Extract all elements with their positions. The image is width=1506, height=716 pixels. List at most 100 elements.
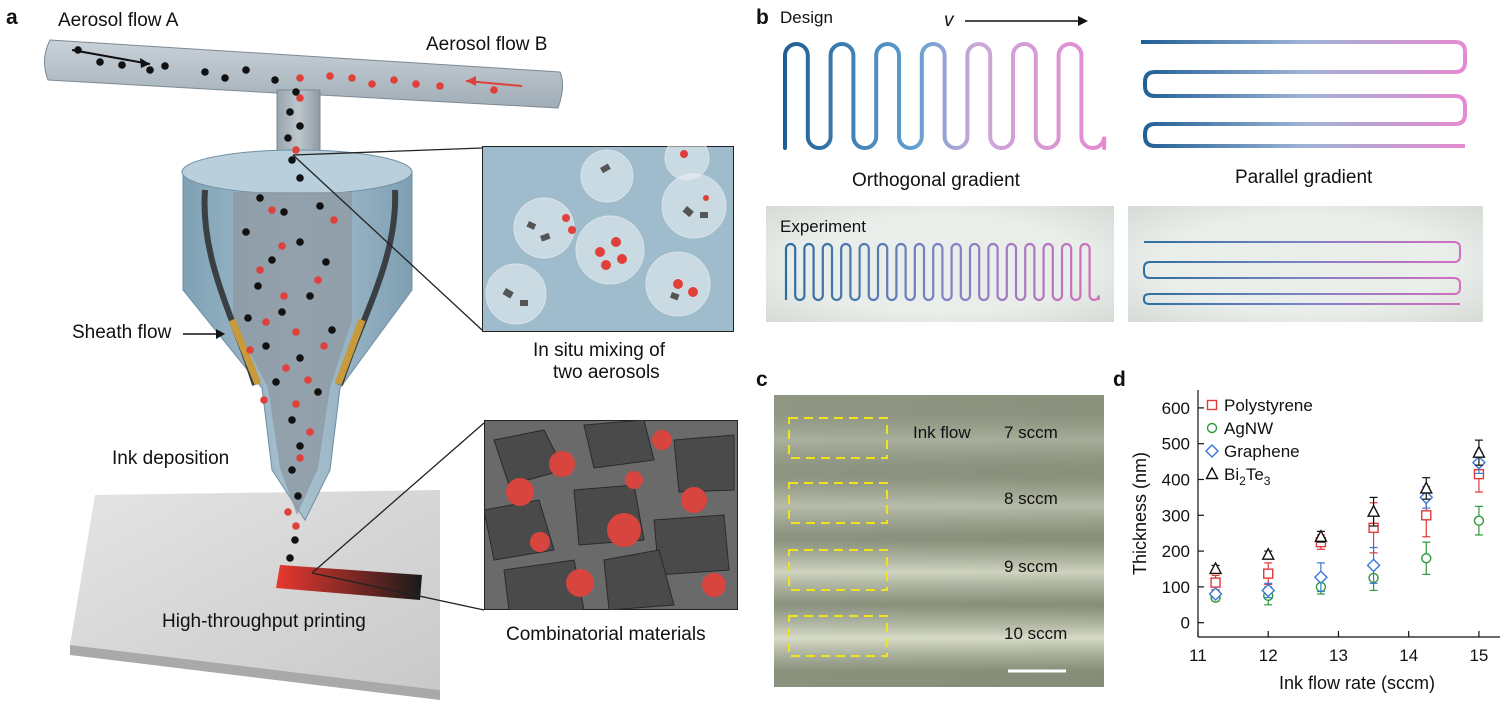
flow-rate-micrograph (774, 395, 1104, 687)
inset-combinatorial (484, 420, 738, 610)
aerosol-b-particle (292, 146, 300, 154)
aerosol-a-particle (271, 76, 279, 84)
x-tick-label: 13 (1329, 646, 1348, 665)
aerosol-a-particle (272, 378, 280, 386)
data-point-graphene (1261, 583, 1276, 598)
substrate-plate (70, 490, 440, 690)
flow-rate-label-7: 7 sccm (1004, 423, 1058, 442)
panel-c-letter: c (756, 368, 768, 391)
aerosol-a-particle (316, 202, 324, 210)
legend-label-graphene: Graphene (1224, 442, 1300, 461)
aerosol-b-particle (296, 94, 304, 102)
aerosol-a-particle (262, 342, 270, 350)
aerosol-b-particle (390, 76, 398, 84)
legend-label-bi2te3: Bi2Te3 (1224, 465, 1271, 488)
panel-b-letter: b (756, 6, 769, 29)
aerosol-a-particle (286, 554, 294, 562)
aerosol-a-particle (296, 238, 304, 246)
aerosol-b-particle (268, 206, 276, 214)
aerosol-b-particle (292, 328, 300, 336)
panel-a-illustration (44, 39, 564, 700)
aerosol-b-particle (330, 216, 338, 224)
data-point-graphene (1313, 570, 1328, 585)
aerosol-a-particle (278, 308, 286, 316)
data-point-polystyrene (1210, 577, 1221, 588)
data-point-bi2te3 (1419, 480, 1433, 494)
inset-bottom-caption: Combinatorial materials (506, 624, 706, 645)
parallel-gradient-label: Parallel gradient (1235, 167, 1373, 188)
aerosol-a-particle (161, 62, 169, 70)
aerosol-a-particle (296, 174, 304, 182)
series-agnw (1210, 505, 1485, 606)
aerosol-a-particle (296, 442, 304, 450)
aerosol-a-particle (292, 88, 300, 96)
data-point-polystyrene (1421, 510, 1432, 521)
data-point-bi2te3 (1314, 529, 1328, 542)
flow-rate-label-10: 10 sccm (1004, 624, 1068, 643)
aerosol-b-particle (490, 86, 498, 94)
experiment-label: Experiment (780, 217, 866, 236)
aerosol-b-particle (282, 364, 290, 372)
aerosol-a-particle (118, 61, 126, 69)
aerosol-b-particle (412, 80, 420, 88)
aerosol-a-particle (322, 258, 330, 266)
aerosol-a-particle (268, 256, 276, 264)
aerosol-b-particle (326, 72, 334, 80)
aerosol-b-particle (280, 292, 288, 300)
aerosol-b-particle (278, 242, 286, 250)
velocity-arrow-icon (965, 16, 1088, 26)
legend-label-agnw: AgNW (1224, 419, 1273, 438)
panel-d-letter: d (1113, 368, 1126, 391)
ink-flow-label: Ink flow (913, 423, 971, 442)
aerosol-a-particle (288, 466, 296, 474)
aerosol-a-particle (288, 416, 296, 424)
legend-marker-graphene (1205, 444, 1219, 458)
aerosol-b-particle (292, 400, 300, 408)
orthogonal-design (783, 42, 1107, 150)
aerosol-b-particle (260, 396, 268, 404)
y-tick-label: 0 (1181, 614, 1190, 633)
aerosol-b-particle (296, 454, 304, 462)
y-tick-label: 500 (1162, 435, 1190, 454)
aerosol-a-particle (296, 354, 304, 362)
aerosol-a-particle (306, 292, 314, 300)
legend-marker-bi2te3 (1205, 466, 1219, 480)
aerosol-a-particle (280, 208, 288, 216)
y-axis-label: Thickness (nm) (1130, 452, 1150, 575)
aerosol-b-particle (262, 318, 270, 326)
x-tick-label: 12 (1259, 646, 1278, 665)
data-point-agnw (1421, 553, 1432, 564)
aerosol-flow-a-label: Aerosol flow A (58, 10, 179, 31)
aerosol-b-particle (304, 376, 312, 384)
aerosol-a-particle (296, 122, 304, 130)
orthogonal-gradient-label: Orthogonal gradient (852, 170, 1020, 191)
aerosol-b-particle (306, 428, 314, 436)
sheath-flow-label: Sheath flow (72, 322, 172, 343)
data-point-bi2te3 (1261, 547, 1275, 560)
aerosol-flow-b-label: Aerosol flow B (426, 34, 548, 55)
flow-rate-label-8: 8 sccm (1004, 489, 1058, 508)
ink-deposition-label: Ink deposition (112, 448, 230, 469)
data-point-bi2te3 (1208, 561, 1223, 575)
x-tick-label: 14 (1399, 646, 1418, 665)
design-label: Design (780, 8, 833, 27)
x-axis-label: Ink flow rate (sccm) (1279, 673, 1435, 693)
parallel-design (1141, 40, 1467, 148)
aerosol-a-particle (291, 536, 299, 544)
sheath-arrow-icon (183, 329, 225, 339)
inset-mixing (482, 146, 734, 332)
y-tick-label: 200 (1162, 542, 1190, 561)
aerosol-b-particle (292, 522, 300, 530)
aerosol-b-particle (368, 80, 376, 88)
aerosol-a-particle (242, 66, 250, 74)
aerosol-a-particle (242, 228, 250, 236)
data-point-polystyrene (1263, 568, 1274, 579)
legend-label-polystyrene: Polystyrene (1224, 396, 1313, 415)
series-bi2te3 (1208, 439, 1486, 575)
panel-a-letter: a (6, 6, 18, 29)
y-tick-label: 300 (1162, 506, 1190, 525)
y-tick-label: 400 (1162, 470, 1190, 489)
data-point-bi2te3 (1472, 445, 1486, 458)
aerosol-b-particle (284, 508, 292, 516)
